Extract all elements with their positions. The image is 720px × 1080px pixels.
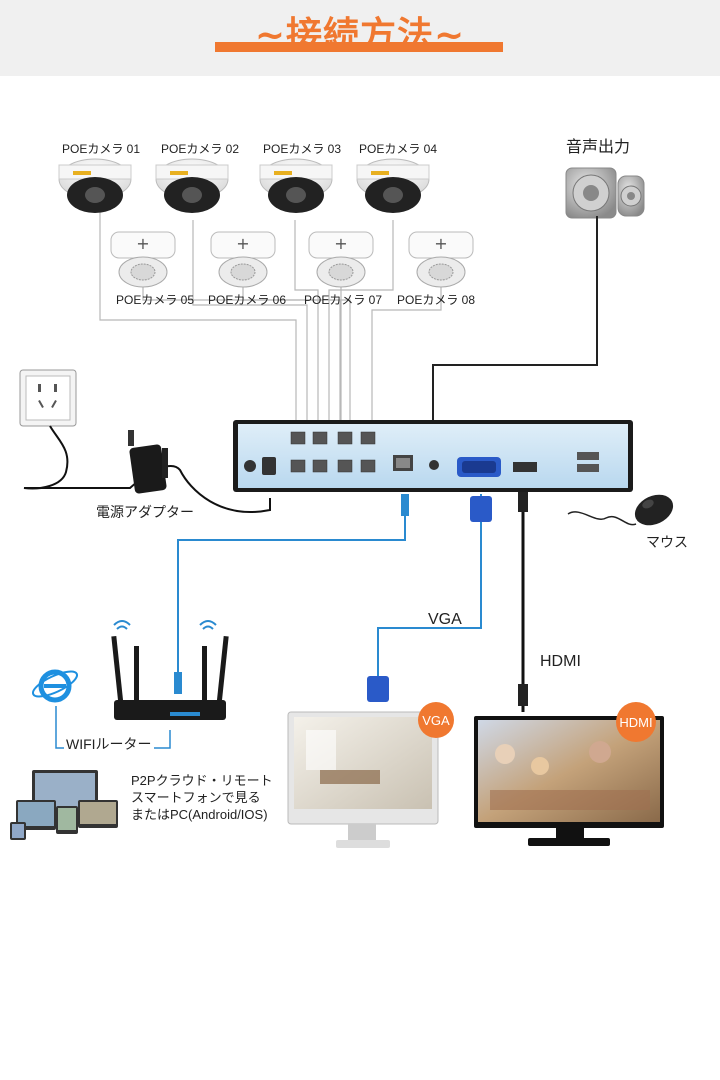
power-outlet-icon: [19, 369, 77, 427]
camera-cables: [99, 200, 442, 428]
vga-cable: [377, 494, 482, 680]
vga-badge: VGA: [422, 713, 450, 728]
internet-explorer-icon: [31, 669, 79, 703]
camera-dome-03: [259, 158, 333, 213]
adapter-label: 電源アダプター: [96, 504, 194, 520]
hdmi-badge: HDMI: [619, 715, 652, 730]
camera-label-06: POEカメラ 06: [208, 293, 287, 307]
mouse-icon: [567, 494, 674, 526]
camera-dome-01: [58, 158, 132, 213]
router-label: WIFIルーター: [64, 734, 154, 754]
p2p-line-3: またはPC(Android/IOS): [131, 807, 268, 822]
svg-text:+: +: [334, 234, 347, 253]
camera-dome-05: +: [110, 231, 176, 288]
camera-label-04: POEカメラ 04: [359, 142, 438, 156]
speaker-label: 音声出力: [566, 139, 631, 156]
mouse-label: マウス: [646, 534, 688, 550]
title-underline: [215, 42, 503, 52]
hdmi-monitor: HDMI: [474, 702, 664, 846]
svg-text:+: +: [136, 234, 149, 253]
camera-label-07: POEカメラ 07: [304, 293, 383, 307]
hdmi-cable-label: HDMI: [540, 653, 581, 670]
camera-dome-06: +: [210, 231, 276, 288]
svg-text:+: +: [236, 234, 249, 253]
audio-cable: [432, 216, 598, 428]
camera-label-02: POEカメラ 02: [161, 142, 240, 156]
vga-monitor: VGA: [287, 702, 454, 848]
wifi-signal-icon: [113, 620, 217, 630]
header-band: [0, 0, 720, 76]
p2p-line-1: P2Pクラウド・リモート: [131, 773, 273, 788]
svg-text:+: +: [434, 234, 447, 253]
camera-dome-07: +: [308, 231, 374, 288]
camera-label-08: POEカメラ 08: [397, 293, 476, 307]
vga-cable-label: VGA: [428, 611, 462, 628]
power-adapter-icon: [128, 430, 168, 494]
camera-label-01: POEカメラ 01: [62, 142, 141, 156]
camera-label-03: POEカメラ 03: [263, 142, 342, 156]
camera-dome-04: [356, 158, 430, 213]
wifi-router-icon: [111, 636, 229, 720]
devices-icon: [10, 770, 118, 840]
speaker-icon: [565, 167, 645, 219]
nvr-recorder: [233, 420, 633, 492]
p2p-description: P2Pクラウド・リモート スマートフォンで見る またはPC(Android/IO…: [131, 772, 273, 823]
page-title: ~接続方法~: [254, 15, 466, 56]
power-cable: [23, 425, 271, 513]
camera-label-05: POEカメラ 05: [116, 293, 195, 307]
camera-dome-08: +: [408, 231, 474, 288]
camera-dome-02: [155, 158, 229, 213]
p2p-line-2: スマートフォンで見る: [131, 790, 261, 805]
lan-cable: [177, 494, 406, 690]
